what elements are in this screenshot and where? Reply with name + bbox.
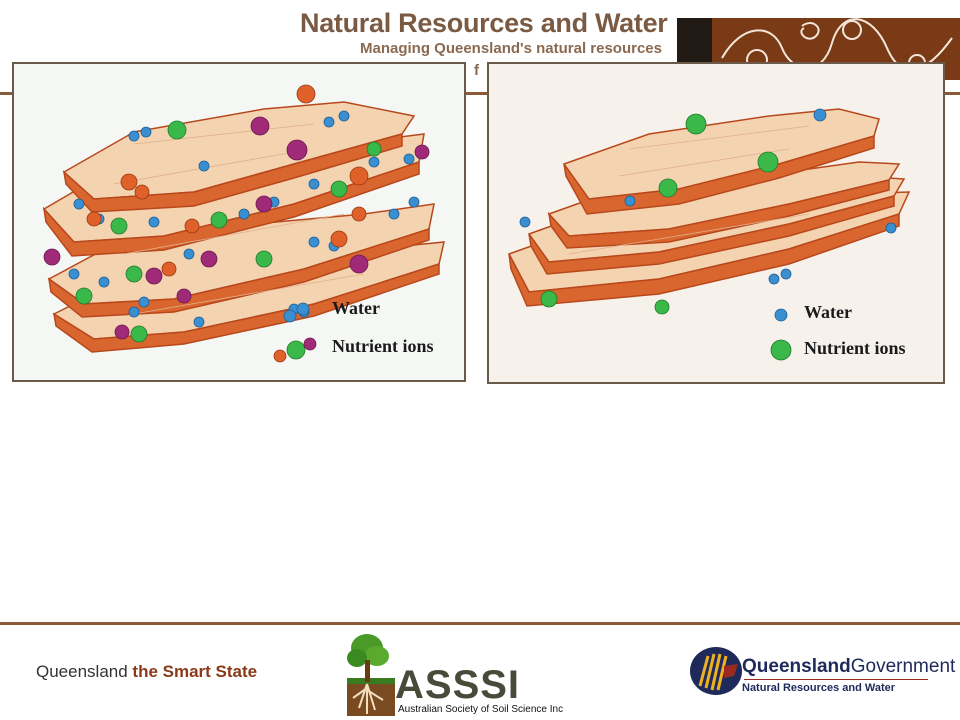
right-legend-nutrient-ions: Nutrient ions [804, 338, 906, 358]
footer-smart-state-accent: the Smart State [132, 662, 258, 681]
qg-name: QueenslandGovernment [742, 656, 955, 678]
qg-rule [744, 679, 928, 680]
header-tagline: Managing Queensland's natural resources [360, 40, 662, 57]
qg-department: Natural Resources and Water [742, 682, 896, 694]
asssi-wordmark: ASSSI [395, 663, 521, 707]
header-rule [0, 92, 960, 95]
queensland-government-emblem-icon [690, 647, 742, 695]
left-diagram-panel: Water Nutrient ions [12, 62, 466, 382]
left-legend-nutrient-ions: Nutrient ions [332, 336, 434, 356]
dispersed-clay-layers-illustration [42, 84, 445, 363]
left-legend-water: Water [332, 298, 380, 318]
footer-smart-state-plain: Queensland [36, 662, 133, 681]
footer-rule [0, 622, 960, 625]
header-tagline-fragment: f [474, 62, 479, 79]
right-legend-water: Water [804, 302, 852, 322]
asssi-tree-logo-icon [347, 634, 395, 716]
qg-name-part1: Queensland [742, 656, 851, 677]
footer-smart-state: Queensland the Smart State [36, 662, 257, 682]
asssi-full-name: Australian Society of Soil Science Inc [398, 704, 564, 715]
header-title: Natural Resources and Water [300, 8, 668, 38]
qg-name-part2: Government [850, 656, 956, 677]
right-diagram-panel: Water Nutrient ions [487, 62, 945, 384]
compacted-clay-layers-illustration [507, 108, 911, 361]
